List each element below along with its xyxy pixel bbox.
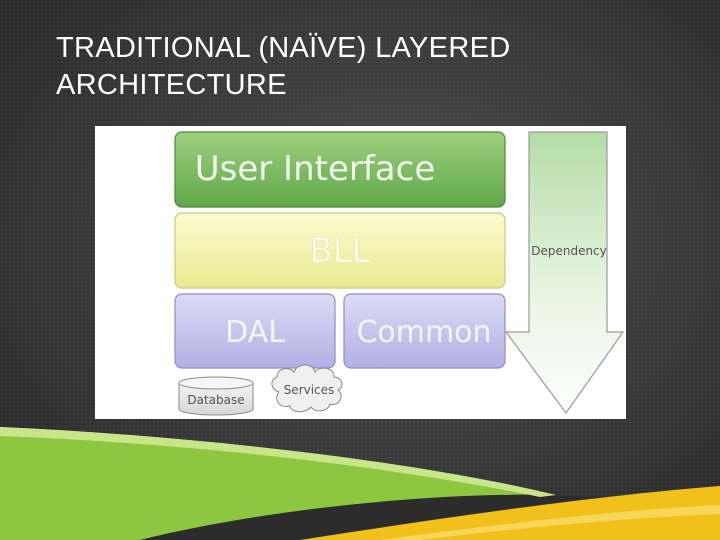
ui-layer-label: User Interface	[195, 149, 436, 189]
slide-title-line-1: TRADITIONAL (NAÏVE) LAYERED	[56, 32, 511, 64]
ui-layer: User Interface	[174, 131, 506, 208]
slide-title: TRADITIONAL (NAÏVE) LAYERED ARCHITECTURE	[56, 30, 656, 104]
services-label: Services	[284, 383, 335, 397]
bll-layer-label: BLL	[309, 231, 370, 271]
dal-layer: DAL	[174, 293, 336, 369]
services-cloud-icon: Services	[271, 364, 343, 413]
database-label: Database	[187, 393, 244, 407]
dependency-label: Dependency	[531, 244, 607, 258]
bll-layer: BLL	[174, 212, 506, 289]
database-icon: Database	[178, 376, 254, 416]
swoosh-yellow	[300, 486, 720, 540]
slide-title-line-2: ARCHITECTURE	[56, 69, 287, 101]
swoosh-green-highlight	[0, 427, 556, 497]
dependency-arrow: Dependency	[504, 131, 625, 415]
common-layer: Common	[343, 293, 506, 369]
architecture-diagram: Dependency User Interface BLL DAL Common…	[95, 126, 626, 419]
diagram-canvas: Dependency User Interface BLL DAL Common…	[174, 131, 625, 416]
swoosh-yellow-highlight	[380, 505, 720, 540]
common-layer-label: Common	[356, 315, 491, 350]
dal-layer-label: DAL	[225, 315, 285, 350]
swoosh-green	[0, 427, 556, 540]
